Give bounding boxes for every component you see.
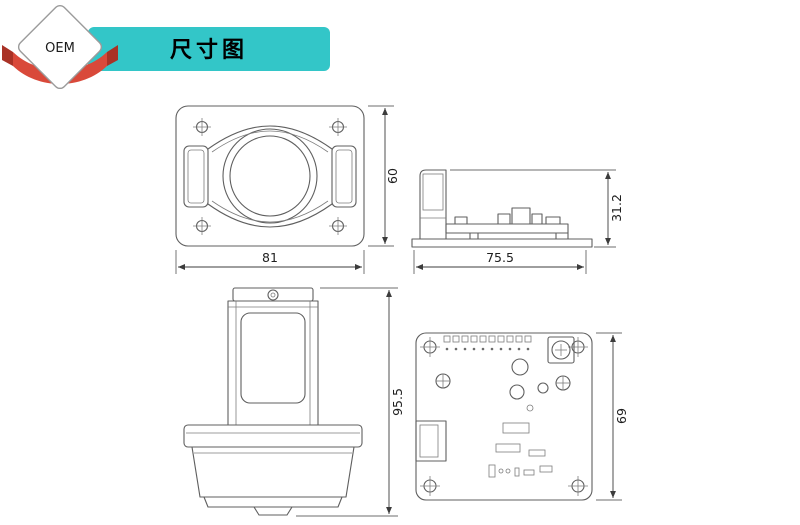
pcb-outline [415, 332, 593, 501]
side-lens-block [419, 169, 447, 240]
side-pcb-board [445, 223, 569, 234]
ribbon-end-left [2, 45, 13, 66]
page-title: 尺寸图 [170, 38, 248, 63]
dim-label-95-5: 95.5 [390, 388, 405, 416]
pcb-connector-inner [419, 424, 439, 458]
side-base-plate [411, 238, 593, 248]
dim-pcb-height: 69 [596, 332, 629, 501]
assembly-upper-body [227, 300, 319, 426]
dim-front-width: 81 [175, 250, 365, 274]
pcb-round-features [509, 358, 549, 412]
front-outline [175, 105, 365, 247]
assembly-view: 95.5 [183, 287, 405, 517]
pcb-mount-holes [420, 337, 588, 496]
dim-assembly-height: 95.5 [296, 287, 405, 517]
assembly-base [183, 424, 363, 516]
side-standoffs [469, 232, 569, 240]
assembly-flange [183, 424, 363, 448]
ribbon-end-right [107, 45, 118, 66]
front-side-brackets [183, 145, 357, 208]
lens-opening-inner [229, 135, 311, 217]
pcb-view: 69 [415, 332, 629, 501]
dim-label-69: 69 [614, 408, 629, 424]
banner-background [88, 27, 330, 71]
lens-opening-outer [222, 128, 318, 224]
pcb-connector [415, 420, 447, 462]
dim-side-height: 31.2 [450, 169, 624, 248]
badge-label: OEM [45, 41, 75, 56]
dim-label-81: 81 [262, 250, 278, 265]
dim-label-75-5: 75.5 [486, 250, 514, 265]
pcb-smd-parts [488, 422, 553, 478]
title-banner: 尺寸图 [88, 27, 330, 71]
ribbon-icon [13, 52, 107, 84]
pcb-screws [435, 373, 571, 391]
side-components [454, 207, 561, 225]
assembly-lower-housing [191, 446, 355, 498]
assembly-lens-barrel [240, 312, 306, 404]
pcb-pin-header [443, 335, 532, 351]
dim-label-60: 60 [385, 168, 400, 184]
assembly-top-screw [267, 289, 279, 301]
oem-badge: OEM [2, 4, 118, 90]
dim-side-width: 75.5 [413, 250, 587, 274]
front-body-contour [207, 125, 333, 228]
rotary-switch-icon [547, 336, 575, 364]
side-view: 31.2 75.5 [411, 169, 624, 274]
dim-front-height: 60 [368, 105, 400, 247]
dim-label-31-2: 31.2 [609, 194, 624, 222]
assembly-top-screw-inner [270, 292, 276, 298]
front-screw-holes [193, 118, 347, 235]
assembly-bottom-tab [253, 506, 293, 516]
assembly-bottom-step [203, 496, 343, 508]
diamond-badge [17, 4, 103, 90]
front-view: 60 81 [175, 105, 400, 274]
